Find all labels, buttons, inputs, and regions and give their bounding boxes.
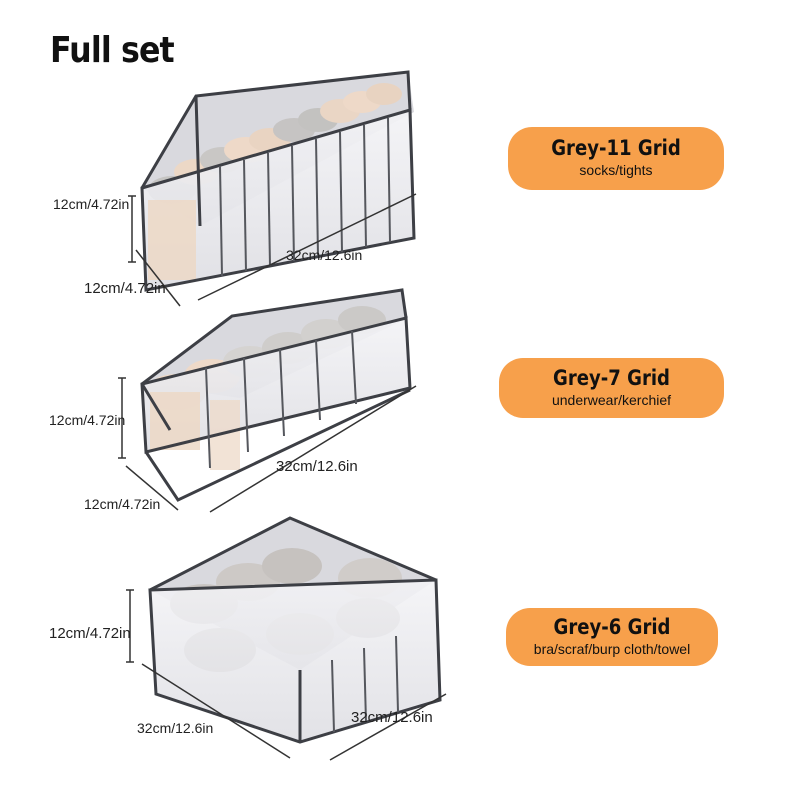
box2-length-label: 32cm/12.6in	[276, 458, 358, 475]
pill-title: Grey-6 Grid	[553, 615, 671, 639]
organizer-7-grid-image	[140, 288, 412, 502]
organizer-6-grid-image	[148, 516, 442, 744]
box2-width-label: 12cm/4.72in	[84, 496, 161, 512]
box3-length-label: 32cm/12.6in	[351, 709, 433, 726]
label-grey-7-grid: Grey-7 Grid underwear/kerchief	[499, 358, 724, 418]
pill-title: Grey-7 Grid	[553, 366, 670, 390]
page-title: Full set	[50, 30, 175, 71]
box3-width-label: 32cm/12.6in	[137, 720, 214, 736]
pill-subtitle: underwear/kerchief	[551, 392, 672, 408]
pill-subtitle: bra/scraf/burp cloth/towel	[533, 641, 691, 657]
box1-height-label: 12cm/4.72in	[53, 196, 130, 212]
label-grey-6-grid: Grey-6 Grid bra/scraf/burp cloth/towel	[506, 608, 718, 666]
organizer-11-grid-image	[140, 70, 416, 292]
box1-length-label: 32cm/12.6in	[286, 247, 363, 263]
pill-title: Grey-11 Grid	[551, 136, 681, 160]
pill-subtitle: socks/tights	[579, 162, 653, 178]
box1-width-label: 12cm/4.72in	[84, 280, 166, 297]
label-grey-11-grid: Grey-11 Grid socks/tights	[508, 127, 724, 190]
box3-height-label: 12cm/4.72in	[49, 625, 131, 642]
box2-height-label: 12cm/4.72in	[49, 412, 126, 428]
dimension-lines	[118, 193, 447, 761]
